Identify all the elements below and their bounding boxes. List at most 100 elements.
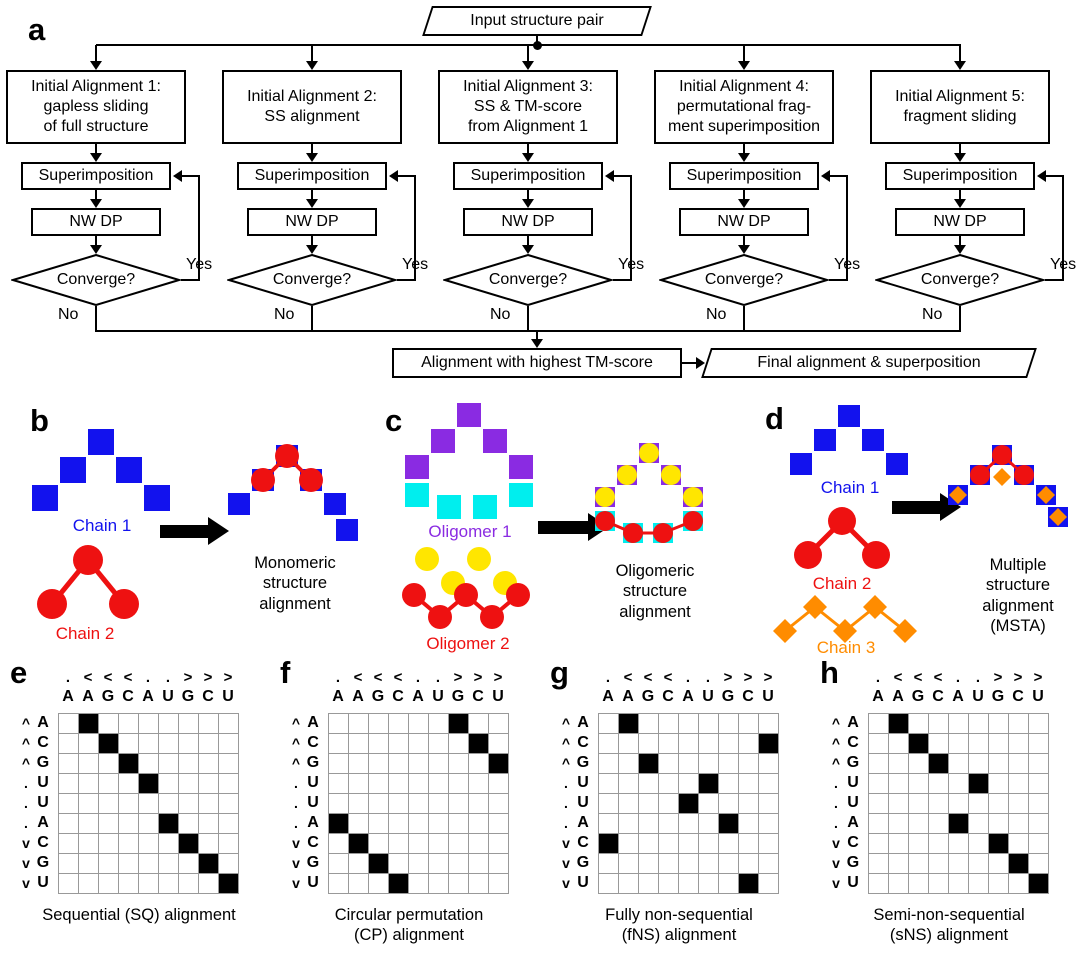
grid-cell — [619, 774, 639, 794]
ss-header-row: .<<<..>>> — [328, 669, 508, 686]
panel-label-f: f — [280, 655, 291, 690]
grid-cell — [1029, 854, 1049, 874]
row-ss-char: ^ — [291, 715, 301, 731]
nw-dp-box-4: NW DP — [679, 208, 809, 236]
aligned-cell — [219, 874, 239, 894]
row-seq-char: A — [37, 714, 49, 731]
row-label: .A — [558, 813, 592, 833]
col-seq-char: A — [952, 688, 964, 705]
nw-dp-label: NW DP — [501, 212, 555, 230]
grid-cell — [719, 754, 739, 774]
col-ss-char: > — [723, 669, 733, 686]
grid-cell — [449, 794, 469, 814]
row-seq-char: C — [577, 834, 589, 851]
flow-line — [96, 330, 961, 332]
flow-line — [95, 144, 97, 153]
row-label: .U — [18, 773, 52, 793]
grid-cell — [329, 854, 349, 874]
grid-cell — [889, 754, 909, 774]
flow-line — [959, 45, 961, 61]
col-ss-char: < — [933, 669, 943, 686]
yes-label: Yes — [186, 256, 213, 273]
grid-cell — [929, 774, 949, 794]
grid-cell — [969, 754, 989, 774]
grid-cell — [489, 874, 509, 894]
grid-cell — [429, 814, 449, 834]
grid-cell — [599, 754, 619, 774]
initial-alignment-box-5: Initial Alignment 5: fragment sliding — [870, 70, 1050, 144]
flow-line — [829, 175, 848, 177]
grid-cell — [219, 814, 239, 834]
row-label: .U — [288, 773, 322, 793]
grid-cell — [429, 834, 449, 854]
grid-cell — [949, 734, 969, 754]
grid-cell — [639, 814, 659, 834]
grid-cell — [449, 814, 469, 834]
grid-cell — [989, 774, 1009, 794]
grid-cell — [389, 754, 409, 774]
grid-cell — [1029, 754, 1049, 774]
grid-cell — [59, 734, 79, 754]
grid-cell — [719, 714, 739, 734]
flowchart-panel: Input structure pair Alignment with high… — [0, 0, 1080, 392]
col-seq-char: U — [762, 688, 774, 705]
col-seq-char: C — [202, 688, 214, 705]
flow-line — [536, 331, 538, 340]
input-label: Input structure pair — [470, 12, 604, 29]
grid-cell — [489, 774, 509, 794]
row-ss-char: v — [562, 835, 570, 851]
grid-cell — [99, 774, 119, 794]
oligomer2-cartoon — [402, 547, 530, 629]
flow-line — [95, 236, 97, 245]
row-ss-char: . — [294, 815, 298, 831]
row-seq-char: G — [576, 754, 590, 771]
col-ss-char: . — [875, 669, 881, 686]
row-seq-char: C — [307, 734, 319, 751]
row-label: ^C — [558, 733, 592, 753]
grid-cell — [329, 794, 349, 814]
arrowhead-down-icon — [531, 339, 543, 348]
grid-cell — [429, 854, 449, 874]
grid-cell — [469, 874, 489, 894]
right-arrow-icon — [538, 513, 609, 541]
aligned-cell — [699, 774, 719, 794]
grid-cell — [59, 854, 79, 874]
aligned-cell — [1029, 874, 1049, 894]
grid-cell — [349, 734, 369, 754]
panel-d-caption: Multiple structure alignment (MSTA) — [982, 556, 1054, 636]
yes-label: Yes — [402, 256, 429, 273]
col-ss-char: < — [643, 669, 653, 686]
flow-line — [95, 306, 97, 332]
grid-cell — [659, 774, 679, 794]
grid-cell — [949, 874, 969, 894]
grid-cell — [179, 794, 199, 814]
col-seq-char: C — [932, 688, 944, 705]
grid-cell — [869, 834, 889, 854]
final-label: Final alignment & superposition — [757, 354, 981, 371]
flow-line — [311, 306, 313, 332]
flow-line — [1045, 175, 1064, 177]
grid-cell — [1009, 774, 1029, 794]
aligned-cell — [889, 714, 909, 734]
grid-cell — [159, 734, 179, 754]
grid-cell — [199, 834, 219, 854]
grid-cell — [369, 834, 389, 854]
grid-cell — [699, 814, 719, 834]
no-label: No — [274, 306, 295, 323]
col-ss-char: . — [955, 669, 961, 686]
grid-cell — [349, 854, 369, 874]
col-seq-char: G — [911, 688, 925, 705]
panel-d-msta: d Chain 1 Chain 2 Ch — [720, 393, 1080, 660]
grid-cell — [889, 814, 909, 834]
panel-label-e: e — [10, 655, 28, 690]
grid-cell — [79, 814, 99, 834]
grid-cell — [429, 774, 449, 794]
grid-cell — [869, 754, 889, 774]
matrix-caption-f: Circular permutation (CP) alignment — [334, 906, 484, 945]
row-label: ^G — [558, 753, 592, 773]
row-seq-char: C — [307, 834, 319, 851]
col-ss-char: . — [975, 669, 981, 686]
